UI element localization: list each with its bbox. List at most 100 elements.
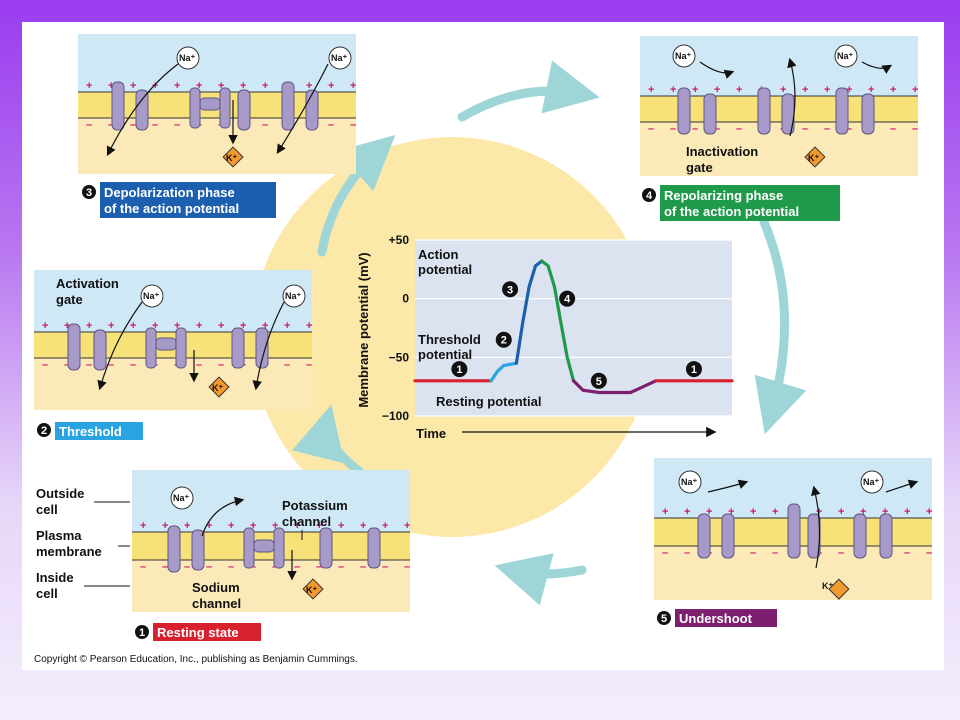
phase-marker-number: 3 [507,284,513,296]
ion-na: Na⁺ [173,493,190,503]
minus-sign: – [838,547,844,559]
minus-sign: – [42,359,48,371]
ion-na-2: Na⁺ [863,477,880,487]
cycle-arrow-3-to-4 [457,60,600,122]
plus-sign: + [240,320,246,332]
phase-1-title: Resting state [157,625,239,640]
minus-sign: – [64,359,70,371]
minus-sign: – [306,359,312,371]
plus-sign: + [152,320,158,332]
inside-cell-label-2: cell [36,586,58,601]
plus-sign: + [860,506,866,518]
minus-sign: – [662,547,668,559]
inside-cell-label-1: Inside [36,570,74,585]
annotation-threshold-potential-2: potential [418,347,472,362]
minus-sign: – [350,119,356,131]
series-phase-5 [571,379,658,395]
series-phase-4 [540,259,576,383]
plus-sign: + [250,520,256,532]
minus-sign: – [152,119,158,131]
phase-2-title-box [55,422,143,440]
plasma-membrane-label-2: membrane [36,544,102,559]
phase-4-title-line1: Repolarizing phase [664,188,783,203]
minus-sign: – [206,561,212,573]
minus-sign: – [162,561,168,573]
phase-marker-circle [451,361,468,378]
plus-sign: + [240,80,246,92]
plus-sign: + [206,520,212,532]
minus-sign: – [328,119,334,131]
cycle-arrows [292,60,807,606]
ion-na-2: Na⁺ [285,291,302,301]
plus-sign: + [130,320,136,332]
plus-sign: + [306,320,312,332]
minus-sign: – [684,547,690,559]
minus-sign: – [174,119,180,131]
inactivation-gate-label-1: Inactivation [686,144,758,159]
y-tick-label: −50 [389,350,410,364]
plus-sign: + [780,84,786,96]
series-phase-3 [514,259,544,365]
plus-sign: + [108,320,114,332]
plus-sign: + [294,520,300,532]
sodium-channel-label-1: Sodium [192,580,240,595]
ion-na-2: Na⁺ [837,51,854,61]
plus-sign: + [196,80,202,92]
panel-depolarization: +–+–+–+–+–+–+–+–+–+–+–+–+– Na⁺ Na⁺ K⁺ [78,34,356,174]
phase-2-number-badge [37,423,51,437]
panel-undershoot: +–+–+–+–+–+–+–+–+–+–+–+–+– Na⁺ Na⁺ K⁺ [654,458,932,600]
annotation-action-potential-1: Action [418,247,459,262]
plus-sign: + [648,84,654,96]
minus-sign: – [846,123,852,135]
series-phase-2 [489,361,518,383]
plus-sign: + [350,80,356,92]
minus-sign: – [196,359,202,371]
plus-sign: + [816,506,822,518]
minus-sign: – [648,123,654,135]
minus-sign: – [692,123,698,135]
plus-sign: + [328,80,334,92]
action-potential-diagram: +–+–+–+–+–+–+–+–+–+–+–+–+– Na⁺ Na⁺ K⁺ 3 … [34,34,932,665]
plus-sign: + [152,80,158,92]
ion-na-1: Na⁺ [179,53,196,63]
plus-sign: + [714,84,720,96]
plus-sign: + [670,84,676,96]
phase-2-title: Threshold [59,424,122,439]
phase-marker-circle [559,290,576,307]
panel-repolarizing: +–+–+–+–+–+–+–+–+–+–+–+–+– Na⁺ Na⁺ K⁺ In… [640,36,918,176]
chart-plot-area [415,240,732,416]
phase-1-number-badge [135,625,149,639]
ion-k: K⁺ [822,581,833,591]
plus-sign: + [174,80,180,92]
outside-cell-label-1: Outside [36,486,84,501]
minus-sign: – [86,359,92,371]
phase-3-number-badge [82,185,96,199]
minus-sign: – [228,561,234,573]
plus-sign: + [130,80,136,92]
cycle-arrow-1-to-2 [292,404,365,477]
plus-sign: + [272,520,278,532]
phase-5-title: Undershoot [679,611,753,626]
annotation-threshold-potential-1: Threshold [418,332,481,347]
plus-sign: + [262,80,268,92]
minus-sign: – [108,359,114,371]
phase-marker-number: 1 [456,364,462,376]
panel-resting: +–+–+–+–+–+–+–+–+–+–+–+–+– Na⁺ K⁺ Potass… [132,470,410,612]
plus-sign: + [750,506,756,518]
plus-sign: + [890,84,896,96]
plus-sign: + [86,80,92,92]
phase-5-title-box [675,609,777,627]
plus-sign: + [316,520,322,532]
plus-sign: + [42,320,48,332]
plasma-membrane-label-1: Plasma [36,528,82,543]
plus-sign: + [228,520,234,532]
minus-sign: – [294,561,300,573]
phase-marker-circle [685,361,702,378]
panel-threshold: +–+–+–+–+–+–+–+–+–+–+–+–+– Na⁺ Na⁺ K⁺ Ac… [34,270,312,410]
plus-sign: + [868,84,874,96]
y-tick-label: 0 [402,292,409,306]
phase-4-number: 4 [646,190,653,202]
plus-sign: + [706,506,712,518]
minus-sign: – [184,561,190,573]
